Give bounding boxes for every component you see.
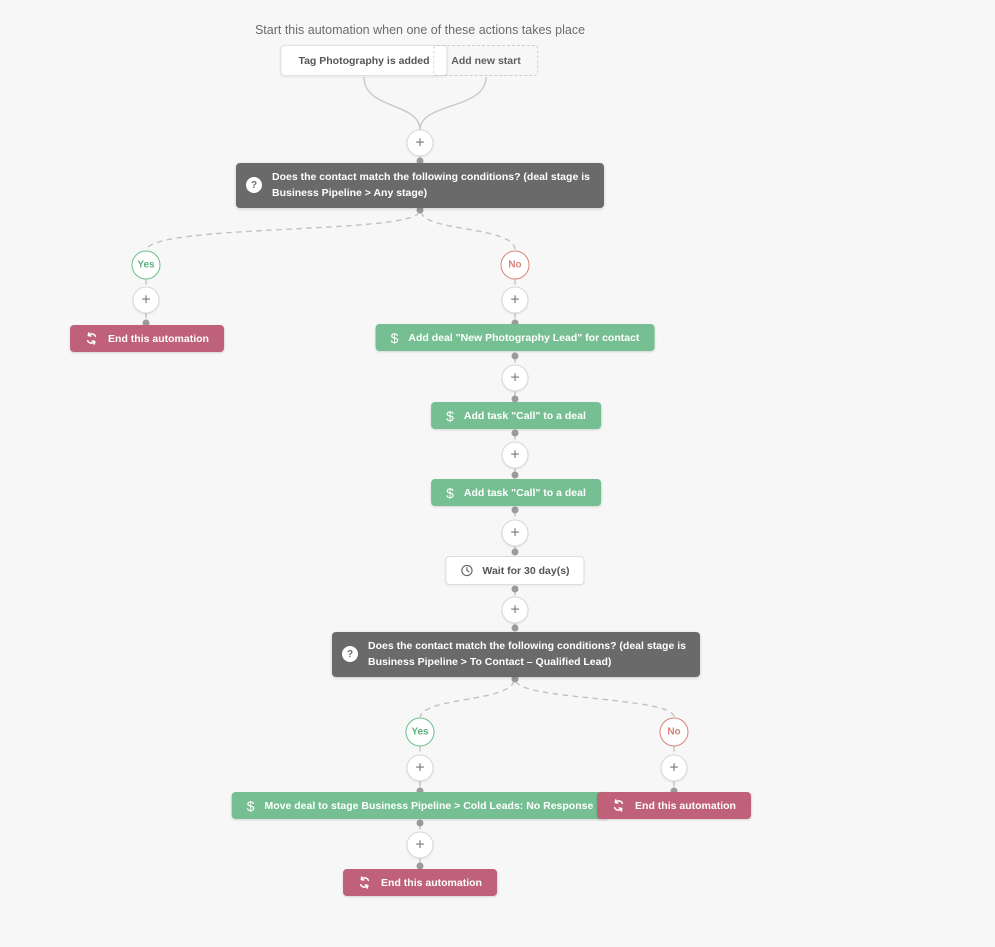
- plus-icon: +: [510, 601, 520, 618]
- add-action-button[interactable]: +: [501, 286, 529, 314]
- add-action-button[interactable]: +: [132, 286, 160, 314]
- action-label: Add task "Call" to a deal: [463, 486, 586, 499]
- action-label: End this automation: [635, 799, 736, 812]
- question-icon: ?: [246, 177, 262, 194]
- action-label: Add task "Call" to a deal: [463, 409, 586, 422]
- condition-node-1[interactable]: ? Does the contact match the following c…: [236, 163, 604, 208]
- start-node-label: Tag Photography is added: [298, 54, 430, 67]
- condition-node-2[interactable]: ? Does the contact match the following c…: [332, 632, 700, 677]
- yes-label: Yes: [411, 726, 429, 738]
- plus-icon: +: [510, 524, 520, 541]
- end-automation-node[interactable]: End this automation: [70, 325, 224, 352]
- plus-icon: +: [415, 134, 425, 151]
- end-automation-node[interactable]: End this automation: [343, 869, 497, 896]
- dollar-icon: $: [246, 797, 255, 814]
- action-add-deal-node[interactable]: $ Add deal "New Photography Lead" for co…: [375, 324, 655, 351]
- plus-icon: +: [141, 291, 151, 308]
- dollar-icon: $: [390, 329, 399, 346]
- yes-label: Yes: [137, 259, 155, 271]
- dollar-icon: $: [446, 407, 454, 424]
- dollar-icon: $: [446, 484, 454, 501]
- action-label: Add deal "New Photography Lead" for cont…: [408, 331, 640, 344]
- add-action-button[interactable]: +: [660, 754, 688, 782]
- action-label: Move deal to stage Business Pipeline > C…: [264, 799, 594, 812]
- solid-connectors: [363, 76, 487, 131]
- page-title: Start this automation when one of these …: [254, 23, 586, 37]
- plus-icon: +: [510, 369, 520, 386]
- add-action-button[interactable]: +: [501, 519, 529, 547]
- start-node-tag-added[interactable]: Tag Photography is added: [280, 45, 448, 76]
- end-automation-icon: [612, 799, 625, 812]
- action-move-deal-node[interactable]: $ Move deal to stage Business Pipeline >…: [231, 792, 609, 819]
- action-add-task-node[interactable]: $ Add task "Call" to a deal: [431, 479, 601, 506]
- branch-no-circle: No: [659, 717, 689, 747]
- branch-yes-circle: Yes: [131, 250, 161, 280]
- action-label: End this automation: [108, 332, 209, 345]
- end-automation-icon: [85, 332, 98, 345]
- end-automation-node[interactable]: End this automation: [597, 792, 751, 819]
- wait-node[interactable]: Wait for 30 day(s): [445, 556, 585, 585]
- plus-icon: +: [415, 836, 425, 853]
- condition-label: Does the contact match the following con…: [272, 171, 590, 200]
- add-action-button[interactable]: +: [406, 129, 434, 157]
- add-action-button[interactable]: +: [406, 754, 434, 782]
- action-add-task-node[interactable]: $ Add task "Call" to a deal: [431, 402, 601, 429]
- question-icon: ?: [342, 646, 358, 663]
- add-new-start-label: Add new start: [451, 54, 521, 67]
- plus-icon: +: [415, 759, 425, 776]
- wait-label: Wait for 30 day(s): [482, 564, 570, 577]
- no-label: No: [667, 726, 681, 738]
- branch-no-circle: No: [500, 250, 530, 280]
- plus-icon: +: [510, 291, 520, 308]
- branch-yes-circle: Yes: [405, 717, 435, 747]
- plus-icon: +: [510, 446, 520, 463]
- no-label: No: [508, 259, 522, 271]
- clock-icon: [460, 564, 473, 577]
- condition-label: Does the contact match the following con…: [368, 640, 686, 669]
- plus-icon: +: [669, 759, 679, 776]
- action-label: End this automation: [381, 876, 482, 889]
- add-action-button[interactable]: +: [501, 441, 529, 469]
- add-action-button[interactable]: +: [501, 596, 529, 624]
- add-action-button[interactable]: +: [501, 364, 529, 392]
- add-new-start-button[interactable]: Add new start: [433, 45, 539, 76]
- end-automation-icon: [358, 876, 371, 889]
- add-action-button[interactable]: +: [406, 831, 434, 859]
